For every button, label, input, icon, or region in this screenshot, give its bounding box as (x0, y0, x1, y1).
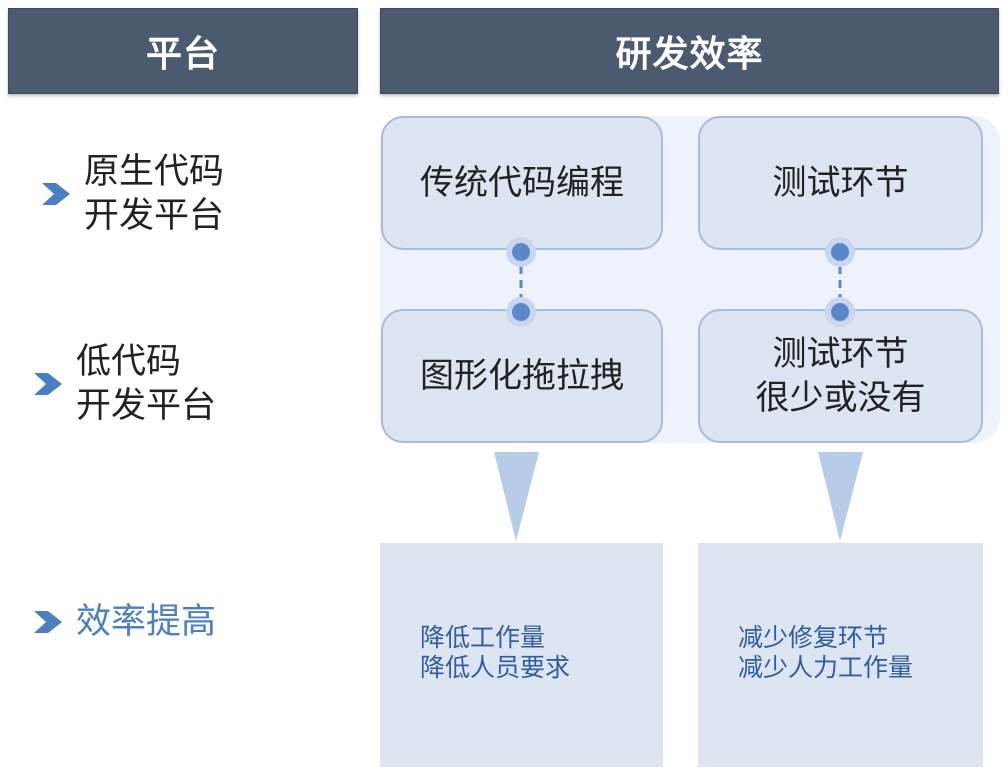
chevron-right-icon (42, 183, 70, 205)
row-lowcode-label: 低代码 开发平台 (76, 342, 217, 426)
down-arrow-right-icon (818, 452, 863, 541)
chevron-right-icon (34, 373, 62, 395)
box-drag-drop: 图形化拖拉拽 (381, 309, 663, 443)
result-left-line-1: 降低工作量 (420, 623, 546, 652)
platform-header-title: 平台 (145, 34, 220, 75)
connector-left (506, 237, 536, 327)
row-efficiency: 效率提高 (32, 600, 216, 644)
box-traditional-coding: 传统代码编程 (381, 116, 663, 250)
result-left-line-2: 降低人员要求 (420, 653, 571, 682)
box-traditional-coding-label: 传统代码编程 (420, 163, 624, 203)
chevron-right-icon (34, 611, 62, 633)
connector-right (825, 237, 855, 327)
efficiency-header-title: 研发效率 (615, 34, 764, 75)
row-native-platform: 原生代码 开发平台 (40, 150, 224, 238)
box-testing: 测试环节 (698, 116, 983, 250)
down-arrow-left-icon (494, 452, 539, 541)
result-right-line-1: 减少修复环节 (738, 623, 889, 652)
row-native-label: 原生代码 开发平台 (84, 152, 225, 236)
platform-header: 平台 (8, 8, 358, 94)
box-testing-label: 测试环节 (772, 163, 909, 203)
result-right-line-2: 减少人力工作量 (738, 653, 914, 682)
box-testing-little: 测试环节 很少或没有 (698, 309, 983, 443)
result-box-right: 减少修复环节 减少人力工作量 (698, 543, 983, 767)
row-efficiency-label: 效率提高 (76, 602, 217, 642)
box-drag-drop-label: 图形化拖拉拽 (420, 356, 624, 396)
efficiency-header: 研发效率 (380, 8, 999, 94)
box-testing-little-label: 测试环节 很少或没有 (755, 334, 926, 418)
result-box-left: 降低工作量 降低人员要求 (380, 543, 663, 767)
row-lowcode-platform: 低代码 开发平台 (32, 340, 216, 428)
